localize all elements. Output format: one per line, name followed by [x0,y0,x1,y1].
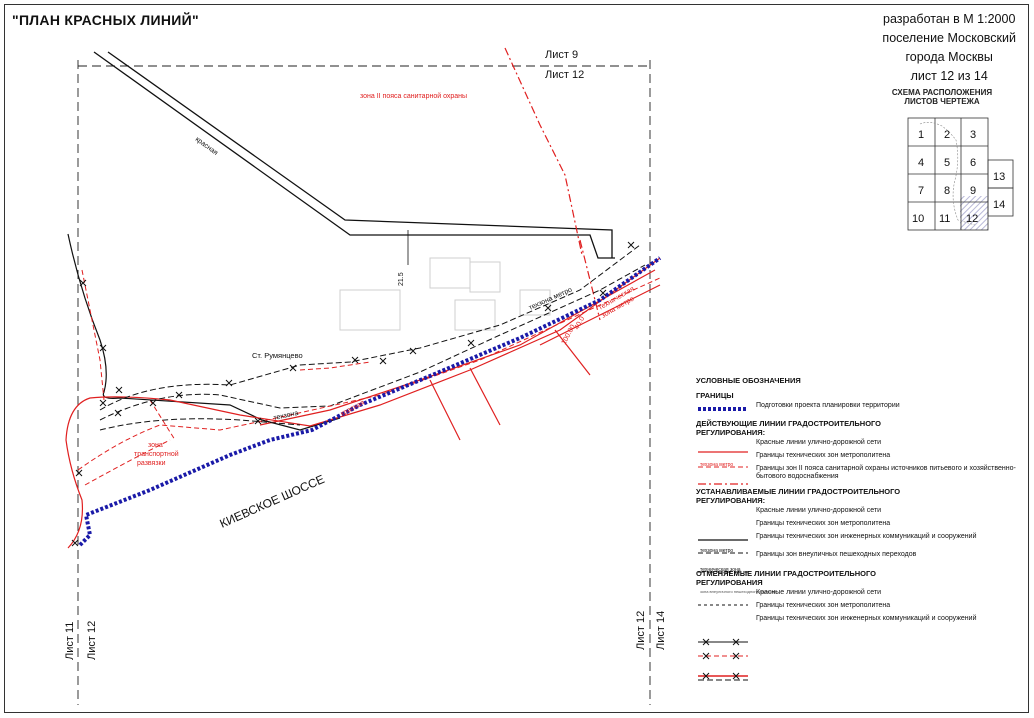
interchange-zone-line-2: транспортной [134,450,179,458]
legend-row-existing-3: Границы зон II пояса санитарной охраны и… [690,465,1020,481]
sheet-boundaries [77,60,651,705]
sheet-info: разработан в М 1:2000 поселение Московск… [882,10,1016,86]
legend-text-cancelled-2: Границы технических зон метрополитена [756,602,891,609]
interchange-zone-line-3: развязки [137,460,166,467]
legend: УСЛОВНЫЕ ОБОЗНАЧЕНИЯ ГРАНИЦЫ Подготовки … [690,372,1020,628]
sanitary-zone-line [504,47,601,321]
legend-text-existing-3: Границы зон II пояса санитарной охраны и… [756,465,1016,480]
legend-symbol-pedestrian-text: зона внеуличного пешеходного перехода [700,589,777,594]
page-title: "ПЛАН КРАСНЫХ ЛИНИЙ" [12,12,199,28]
scale-line: разработан в М 1:2000 [883,12,1016,26]
tech-zone-label: техзона [273,410,299,422]
scheme-cell-2: 2 [944,129,950,141]
legend-text-existing-2: Границы технических зон метрополитена [756,452,891,459]
scheme-cell-3: 3 [970,129,976,141]
legend-cancelled-head: ОТМЕНЯЕМЫЕ ЛИНИИ ГРАДОСТРОИТЕЛЬНОГО РЕГУ… [696,569,876,587]
legend-symbols: техзона метро техзона метро техническая … [698,407,777,681]
legend-row-cancelled-2: Границы технических зон метрополитена [690,602,1020,614]
legend-text-cancelled-1: Красные линии улично-дорожной сети [756,589,882,596]
legend-row-established-1: Красные линии улично-дорожной сети [690,507,1020,519]
legend-text-established-1: Красные линии улично-дорожной сети [756,507,882,514]
interchange-zone-line-1: зона [148,442,163,449]
location-line-2: города Москвы [905,50,993,64]
legend-text-boundary: Подготовки проекта планировки территории [756,402,900,409]
scheme-cell-9: 9 [970,185,976,197]
scheme-cell-4: 4 [918,157,924,169]
metro-tech-zone [77,269,661,486]
legend-boundaries-head: ГРАНИЦЫ [696,391,734,400]
scheme-title-line-2: ЛИСТОВ ЧЕРТЕЖА [904,97,980,106]
scheme-cell-13: 13 [993,171,1005,183]
sheet-label-top-a: Лист 9 [545,49,578,61]
legend-symbol-established-metro-text: техзона метро [700,548,733,554]
legend-row-boundary: Подготовки проекта планировки территории [690,402,1020,414]
scheme-cell-7: 7 [918,185,924,197]
legend-row-existing-2: Границы технических зон метрополитена [690,452,1020,464]
legend-text-established-2: Границы технических зон метрополитена [756,520,891,527]
legend-row-established-2: Границы технических зон метрополитена [690,520,1020,532]
scheme-cell-11: 11 [939,213,950,225]
scheme-cell-12: 12 [966,213,978,225]
legend-row-established-3: Границы технических зон инженерных комму… [690,533,1020,545]
engineering-zones [99,244,646,431]
red-line-road-corridor [93,51,615,265]
scheme-title: СХЕМА РАСПОЛОЖЕНИЯ ЛИСТОВ ЧЕРТЕЖА [882,88,1002,106]
scheme-cell-1: 1 [918,129,924,141]
scheme-cell-6: 6 [970,157,976,169]
sanitary-zone-label: зона II пояса санитарной охраны [360,92,467,100]
sheet-label-right-a: Лист 12 [635,611,647,650]
scheme-cell-14: 14 [993,199,1005,211]
highway-name: КИЕВСКОЕ ШОССЕ [218,472,327,531]
sheet-label-left-a: Лист 11 [64,622,76,660]
cancelled-markers [71,241,635,547]
legend-text-established-4: Границы зон внеуличных пешеходных перехо… [756,551,917,558]
sheet-number: лист 12 из 14 [910,69,988,83]
legend-established-head: УСТАНАВЛИВАЕМЫЕ ЛИНИИ ГРАДОСТРОИТЕЛЬНОГО… [696,487,901,505]
left-curve-red-line [67,233,341,431]
sheet-label-left-b: Лист 12 [86,621,98,660]
dimension-21-5: 21.5 [398,272,405,286]
scheme-cell-5: 5 [944,157,950,169]
legend-text-established-3: Границы технических зон инженерных комму… [756,533,977,540]
legend-row-established-4: Границы зон внеуличных пешеходных перехо… [690,551,1020,563]
sheet-scheme: 1 2 3 4 5 6 7 8 9 10 11 12 13 14 [907,117,1014,231]
scheme-cell-8: 8 [944,185,950,197]
location-line-1: поселение Московский [882,31,1016,45]
sheet-frame [4,4,1029,713]
sheet-label-right-b: Лист 14 [655,611,667,650]
legend-text-existing-1: Красные линии улично-дорожной сети [756,439,882,446]
sheet-label-top-b: Лист 12 [545,69,584,81]
station-label: Ст. Румянцево [252,351,303,360]
legend-row-cancelled-1: Красные линии улично-дорожной сети [690,589,1020,601]
scheme-title-line-1: СХЕМА РАСПОЛОЖЕНИЯ [891,88,993,97]
legend-row-cancelled-3: Границы технических зон инженерных комму… [690,615,1020,627]
buildings-underlay [339,257,551,331]
sheet-labels: Лист 9 Лист 12 Лист 11 Лист 12 Лист 12 Л… [64,49,667,660]
legend-symbol-engineering-text: техническая зона [700,567,741,573]
planning-boundary [78,256,662,547]
legend-text-cancelled-3: Границы технических зон инженерных комму… [756,615,977,622]
legend-existing-head: ДЕЙСТВУЮЩИЕ ЛИНИИ ГРАДОСТРОИТЕЛЬНОГО РЕГ… [696,419,882,437]
legend-symbol-existing-metro-text: техзона метро [700,462,733,468]
legend-title: УСЛОВНЫЕ ОБОЗНАЧЕНИЯ [696,376,801,385]
legend-row-existing-1: Красные линии улично-дорожной сети [690,439,1020,451]
scheme-cell-10: 10 [912,213,924,225]
